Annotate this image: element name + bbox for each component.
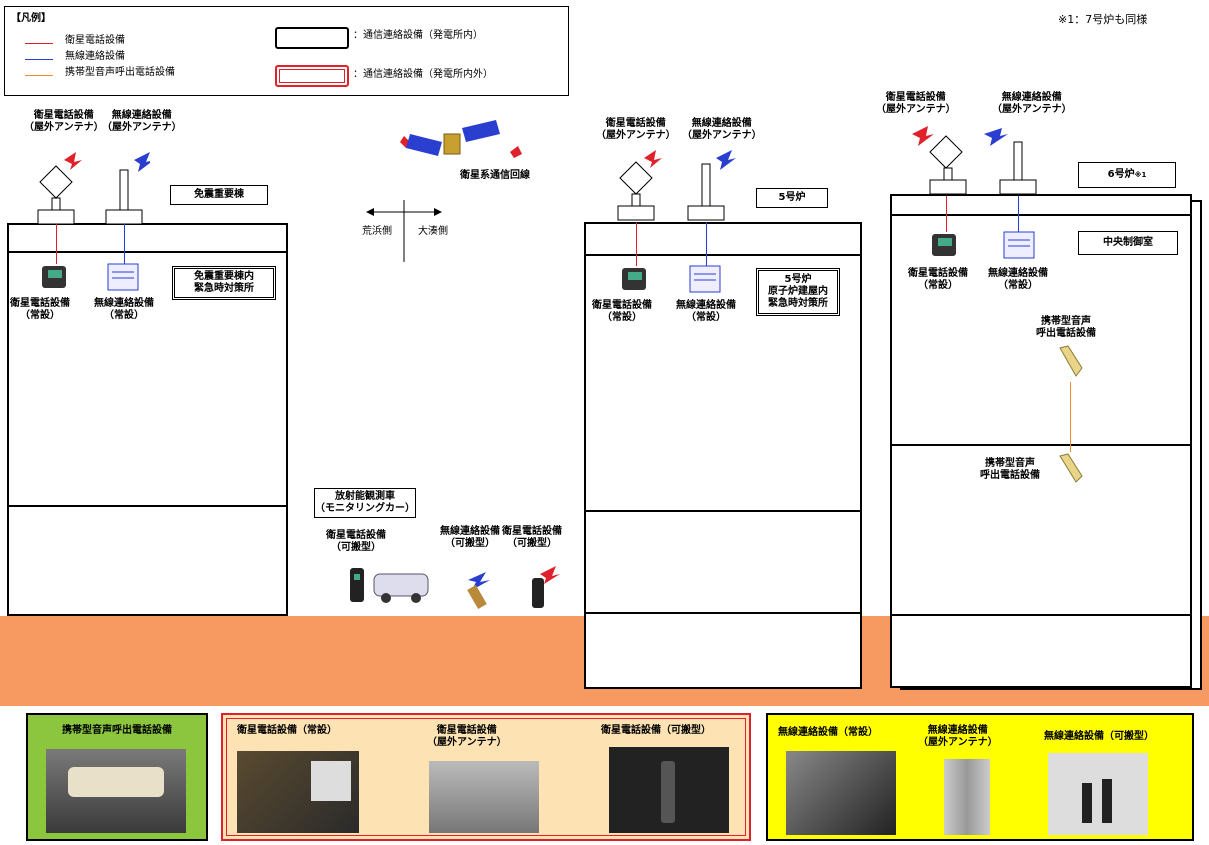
left-antennas — [37, 152, 150, 224]
satellite-label: 衛星系通信回線 — [460, 170, 530, 181]
left-sat-phone-label: 衛星電話設備 （常設） — [10, 298, 70, 321]
right-antenna-radio-label: 無線連絡設備 （屋外アンテナ） — [992, 92, 1072, 115]
left-antenna-sat-label: 衛星電話設備 （屋外アンテナ） — [24, 110, 104, 133]
yellow-caption-radio-permanent: 無線連絡設備（常設） — [778, 727, 878, 738]
radio-antenna-photo — [944, 759, 990, 835]
panel-green-title: 携帯型音声呼出電話設備 — [62, 725, 172, 736]
yellow-caption-radio-antenna: 無線連絡設備 （屋外アンテナ） — [918, 725, 998, 748]
legend-line-blue — [25, 59, 53, 60]
pink-caption-sat-antenna: 衛星電話設備 （屋外アンテナ） — [427, 725, 507, 748]
legend-box-outside-label: ：通信連絡設備（発電所内外） — [353, 69, 493, 80]
middle-antenna-sat-label: 衛星電話設備 （屋外アンテナ） — [596, 118, 676, 141]
right-sat-phone-icon — [932, 234, 956, 256]
legend-box-inside-sample — [275, 27, 349, 49]
sat-portable-photo — [609, 747, 729, 833]
legend-box: 【凡例】 衛星電話設備 無線連絡設備 携帯型音声呼出電話設備 ：通信連絡設備（発… — [4, 6, 569, 96]
legend-line-red — [25, 43, 53, 44]
left-radio-icon — [107, 263, 139, 291]
monitoring-car-label: 放射能観測車 （モニタリングカー） — [314, 488, 416, 518]
panel-pink: 衛星電話設備（常設） 衛星電話設備 （屋外アンテナ） 衛星電話設備（可搬型） — [221, 713, 751, 841]
middle-radio-icon — [689, 265, 721, 293]
right-portable-upper-label: 携帯型音声 呼出電話設備 — [1036, 316, 1096, 339]
legend-label-sat: 衛星電話設備 — [65, 35, 125, 46]
sat-permanent-photo — [237, 751, 359, 833]
building-middle-name: 5号炉 — [756, 188, 828, 208]
left-radio-label: 無線連絡設備 （常設） — [94, 298, 154, 321]
right-radio-label: 無線連絡設備 （常設） — [988, 268, 1048, 291]
middle-antenna-radio-label: 無線連絡設備 （屋外アンテナ） — [682, 118, 762, 141]
right-portable-lower-label: 携帯型音声 呼出電話設備 — [980, 458, 1040, 481]
panel-yellow: 無線連絡設備（常設） 無線連絡設備 （屋外アンテナ） 無線連絡設備（可搬型） — [766, 713, 1194, 841]
building-right-name: 6号炉※1 — [1078, 162, 1176, 188]
right-antennas — [912, 126, 1037, 195]
middle-sat-phone-label: 衛星電話設備 （常設） — [592, 300, 652, 323]
right-radio-icon — [1003, 231, 1035, 259]
pink-caption-sat-portable: 衛星電話設備（可搬型） — [601, 725, 711, 736]
building-left-room: 免震重要棟内 緊急時対策所 — [172, 266, 276, 300]
legend-line-orange — [25, 75, 53, 76]
right-antenna-sat-label: 衛星電話設備 （屋外アンテナ） — [876, 92, 956, 115]
legend-label-portable: 携帯型音声呼出電話設備 — [65, 67, 175, 78]
direction-right: 大湊側 — [418, 226, 448, 237]
building-middle-room: 5号炉 原子炉建屋内 緊急時対策所 — [756, 268, 840, 316]
monitoring-sat-portable-2: 衛星電話設備 （可搬型） — [502, 526, 562, 549]
portable-handset-upper-icon — [1059, 345, 1083, 377]
panel-green: 携帯型音声呼出電話設備 — [26, 713, 208, 841]
yellow-caption-radio-portable: 無線連絡設備（可搬型） — [1044, 731, 1154, 742]
left-sat-phone-icon — [42, 266, 66, 288]
radio-permanent-photo — [786, 751, 896, 835]
middle-antennas — [617, 150, 736, 221]
middle-radio-label: 無線連絡設備 （常設） — [676, 300, 736, 323]
portable-phone-photo — [46, 749, 186, 833]
building-right-room: 中央制御室 — [1078, 231, 1178, 255]
left-antenna-radio-label: 無線連絡設備 （屋外アンテナ） — [102, 110, 182, 133]
legend-title: 【凡例】 — [11, 13, 51, 24]
legend-box-outside-sample — [275, 65, 349, 87]
satellite-icon — [400, 120, 522, 158]
sat-antenna-photo — [429, 761, 539, 833]
pink-caption-sat-permanent: 衛星電話設備（常設） — [237, 725, 337, 736]
portable-handset-lower-icon — [1059, 453, 1083, 483]
building-right — [890, 194, 1192, 688]
monitoring-radio-portable: 無線連絡設備 （可搬型） — [440, 526, 500, 549]
legend-box-inside-label: ：通信連絡設備（発電所内） — [353, 30, 483, 41]
direction-left: 荒浜側 — [362, 226, 392, 237]
direction-arrows — [366, 200, 442, 262]
note-top-right: ※1：7号炉も同様 — [1058, 13, 1148, 26]
legend-label-radio: 無線連絡設備 — [65, 51, 125, 62]
building-left-name: 免震重要棟 — [170, 185, 268, 205]
right-sat-phone-label: 衛星電話設備 （常設） — [908, 268, 968, 291]
radio-portable-photo — [1048, 753, 1148, 835]
middle-sat-phone-icon — [622, 268, 646, 290]
monitoring-devices-icons — [350, 566, 560, 610]
monitoring-sat-portable-1: 衛星電話設備 （可搬型） — [326, 530, 386, 553]
